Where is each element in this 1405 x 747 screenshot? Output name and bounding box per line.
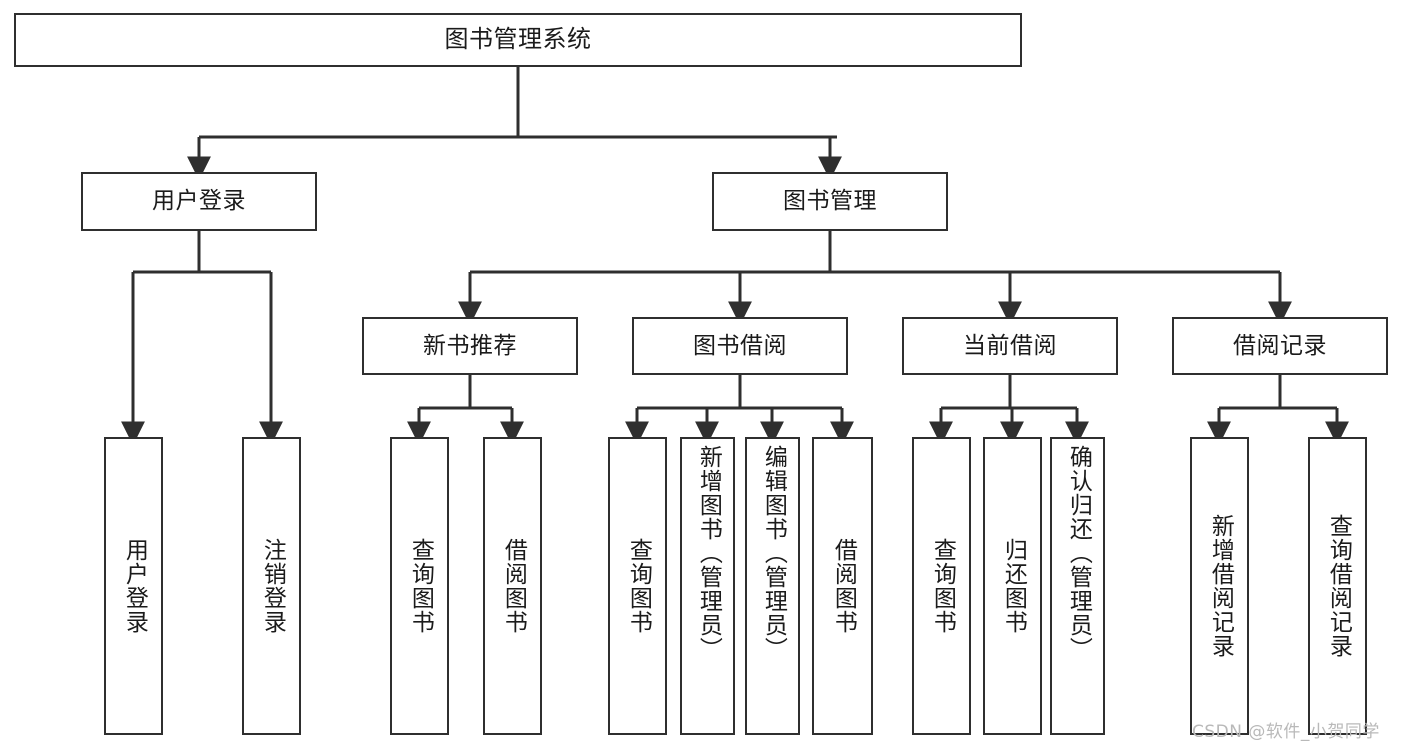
leaf-query-borrow-record[interactable]: 查询借阅记录 <box>1308 437 1367 735</box>
leaf-add-borrow-record[interactable]: 新增借阅记录 <box>1190 437 1249 735</box>
node-borrow-record[interactable]: 借阅记录 <box>1172 317 1388 375</box>
leaf-query-book-borrow-label: 查询图书 <box>625 538 652 634</box>
node-new-book-recommend-label: 新书推荐 <box>423 332 517 359</box>
leaf-confirm-return-admin-label: 确认归还（管理员） <box>1065 445 1092 661</box>
node-user-login[interactable]: 用户登录 <box>81 172 317 231</box>
node-current-borrow-label: 当前借阅 <box>963 332 1057 359</box>
leaf-return-book-label: 归还图书 <box>1000 538 1027 634</box>
leaf-borrow-book[interactable]: 借阅图书 <box>812 437 873 735</box>
node-borrow-record-label: 借阅记录 <box>1233 332 1327 359</box>
leaf-query-book-current[interactable]: 查询图书 <box>912 437 971 735</box>
leaf-edit-book-admin[interactable]: 编辑图书（管理员） <box>745 437 800 735</box>
leaf-borrow-book-recommend-label: 借阅图书 <box>500 538 527 634</box>
node-user-login-label: 用户登录 <box>152 188 246 215</box>
node-new-book-recommend[interactable]: 新书推荐 <box>362 317 578 375</box>
csdn-watermark: CSDN @软件_小贺同学 <box>1192 722 1380 742</box>
leaf-user-login-label: 用户登录 <box>121 538 148 634</box>
leaf-borrow-book-label: 借阅图书 <box>830 538 857 634</box>
leaf-borrow-book-recommend[interactable]: 借阅图书 <box>483 437 542 735</box>
leaf-query-book-current-label: 查询图书 <box>929 538 956 634</box>
leaf-add-book-admin[interactable]: 新增图书（管理员） <box>680 437 735 735</box>
leaf-query-book-recommend[interactable]: 查询图书 <box>390 437 449 735</box>
node-current-borrow[interactable]: 当前借阅 <box>902 317 1118 375</box>
node-book-management-label: 图书管理 <box>783 188 877 215</box>
leaf-return-book[interactable]: 归还图书 <box>983 437 1042 735</box>
leaf-query-borrow-record-label: 查询借阅记录 <box>1325 514 1352 658</box>
leaf-user-login[interactable]: 用户登录 <box>104 437 163 735</box>
node-root[interactable]: 图书管理系统 <box>14 13 1022 67</box>
leaf-add-book-admin-label: 新增图书（管理员） <box>695 445 722 661</box>
leaf-logout-label: 注销登录 <box>259 538 286 634</box>
node-book-borrow[interactable]: 图书借阅 <box>632 317 848 375</box>
leaf-edit-book-admin-label: 编辑图书（管理员） <box>760 445 787 661</box>
leaf-query-book-recommend-label: 查询图书 <box>407 538 434 634</box>
leaf-query-book-borrow[interactable]: 查询图书 <box>608 437 667 735</box>
leaf-add-borrow-record-label: 新增借阅记录 <box>1207 514 1234 658</box>
node-book-management[interactable]: 图书管理 <box>712 172 948 231</box>
node-book-borrow-label: 图书借阅 <box>693 332 787 359</box>
node-root-label: 图书管理系统 <box>444 25 592 54</box>
leaf-logout[interactable]: 注销登录 <box>242 437 301 735</box>
leaf-confirm-return-admin[interactable]: 确认归还（管理员） <box>1050 437 1105 735</box>
